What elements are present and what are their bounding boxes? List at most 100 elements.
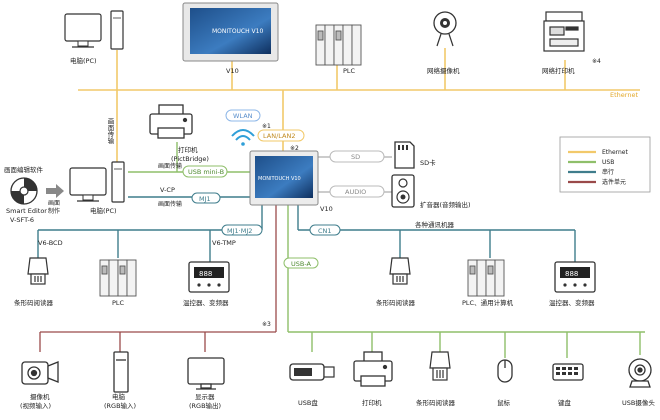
sd-card-icon bbox=[394, 141, 415, 169]
label-screen-transfer-vertical: 画面传输 bbox=[106, 118, 114, 146]
label-v6tmp: V6-TMP bbox=[212, 239, 236, 247]
label-usb-camera: USB摄像头 bbox=[622, 398, 655, 407]
label-plc-left: PLC bbox=[112, 299, 125, 307]
label-cn1: CN1 bbox=[318, 227, 332, 235]
plc-left-device bbox=[99, 259, 137, 297]
label-pc-top: 电脑(PC) bbox=[70, 56, 97, 65]
usb-drive-icon bbox=[289, 363, 335, 381]
mouse-icon bbox=[497, 359, 513, 383]
label-speaker: 扩音器(音频输出) bbox=[420, 200, 471, 209]
speaker-icon bbox=[391, 174, 415, 208]
label-usb-mini-b: USB mini-B bbox=[188, 168, 224, 176]
barcode-reader-mid-icon bbox=[389, 257, 411, 285]
note1: ※1 bbox=[262, 123, 271, 130]
label-various-devices: 各种通讯机器 bbox=[415, 220, 455, 229]
label-plc-top: PLC bbox=[343, 67, 356, 75]
mj1mj2-pill bbox=[221, 224, 263, 236]
plc-computer-device bbox=[467, 259, 505, 297]
label-lan: LAN/LAN2 bbox=[263, 132, 295, 140]
wifi-icon bbox=[231, 129, 255, 146]
temp-right-digits: 888 bbox=[565, 270, 578, 278]
temp-controller-right-icon bbox=[554, 261, 596, 293]
ethernet-lines bbox=[78, 48, 640, 162]
printer-pictbridge-icon bbox=[149, 104, 193, 139]
option-lines bbox=[39, 205, 277, 352]
usb-camera-icon bbox=[628, 358, 652, 388]
label-usb-drive: USB盘 bbox=[298, 398, 318, 407]
label-network-printer: 网络打印机 bbox=[542, 66, 575, 75]
label-screen-transfer-2: 画面传输 bbox=[158, 200, 182, 208]
label-screen-transfer: 画面传输 bbox=[158, 162, 182, 170]
note4: ※4 bbox=[592, 58, 601, 65]
legend-item-ethernet: Ethernet bbox=[602, 149, 628, 156]
wlan-pill bbox=[225, 109, 261, 122]
legend-item-usb: USB bbox=[602, 159, 614, 166]
legend bbox=[559, 136, 651, 193]
barcode-reader-bottom-icon bbox=[429, 351, 451, 381]
label-temp-right: 温控器、变频器 bbox=[549, 298, 595, 307]
label-usb-a: USB-A bbox=[291, 260, 312, 268]
v10-top-device bbox=[182, 2, 279, 62]
video-camera-icon bbox=[21, 361, 59, 385]
label-network-camera: 网络摄像机 bbox=[427, 66, 460, 75]
temp-controller-left-icon bbox=[188, 261, 230, 293]
legend-item-option: 选件单元 bbox=[602, 178, 626, 186]
label-vcp: V-CP bbox=[160, 186, 175, 194]
serial-lines bbox=[37, 196, 576, 262]
label-barcode-bottom: 条形码阅读器 bbox=[416, 398, 456, 407]
temp-left-digits: 888 bbox=[199, 270, 212, 278]
label-barcode-mid: 条形码阅读器 bbox=[376, 298, 416, 307]
cn1-pill bbox=[309, 224, 341, 236]
label-plc-computer: PLC、通用计算机 bbox=[462, 298, 514, 307]
note3: ※3 bbox=[262, 321, 271, 328]
brand-v10-top: MONITOUCH V10 bbox=[212, 28, 263, 35]
label-temp-left: 温控器、变频器 bbox=[183, 298, 229, 307]
network-camera-icon bbox=[433, 11, 457, 47]
label-ethernet-bus: Ethernet bbox=[610, 91, 638, 99]
label-sd-pill: SD bbox=[351, 153, 360, 161]
label-barcode-left: 条形码阅读器 bbox=[14, 298, 54, 307]
label-screen-make-2: 制作 bbox=[48, 207, 60, 215]
disc-icon bbox=[10, 177, 38, 205]
label-mouse: 鼠标 bbox=[497, 398, 511, 407]
label-v6bcd: V6-BCD bbox=[38, 239, 63, 247]
label-mj1mj2: MJ1·MJ2 bbox=[227, 227, 252, 235]
label-sd-card: SD卡 bbox=[420, 158, 436, 167]
label-v10-center: V10 bbox=[320, 205, 333, 213]
printer-bottom-icon bbox=[353, 351, 393, 387]
label-printer-bottom: 打印机 bbox=[362, 398, 382, 407]
label-camera-1: 摄像机 bbox=[30, 392, 50, 401]
label-wlan: WLAN bbox=[233, 112, 253, 120]
mj1-pill bbox=[191, 192, 221, 204]
brand-v10-center: MONITOUCH V10 bbox=[258, 176, 301, 182]
arrow-right-icon bbox=[46, 184, 64, 198]
pc-tower-icon bbox=[113, 351, 129, 393]
label-software-title: 画面编辑软件 bbox=[4, 165, 44, 174]
note2: ※2 bbox=[290, 145, 299, 152]
audio-pill bbox=[329, 185, 385, 198]
label-camera-2: (视频输入) bbox=[20, 401, 51, 410]
label-keyboard: 键盘 bbox=[558, 398, 572, 407]
lan-pill bbox=[257, 129, 305, 142]
label-printer-pictbridge-1: 打印机 bbox=[178, 145, 198, 154]
label-audio-pill: AUDIO bbox=[345, 188, 366, 196]
sd-pill bbox=[329, 150, 385, 163]
v10-center-device bbox=[249, 150, 319, 206]
label-v10-top: V10 bbox=[226, 67, 239, 75]
plc-top-device bbox=[315, 24, 362, 66]
pc-top-device bbox=[64, 10, 124, 50]
barcode-reader-left-icon bbox=[27, 257, 49, 285]
legend-item-serial: 串行 bbox=[602, 168, 614, 176]
label-smart-editor-2: V-SFT-6 bbox=[10, 216, 34, 224]
label-smart-editor-1: Smart Editor bbox=[6, 207, 47, 215]
label-pc-rgb-2: (RGB输入) bbox=[104, 401, 136, 410]
network-printer-icon bbox=[543, 11, 585, 52]
monitor-icon bbox=[187, 357, 225, 390]
label-pc-rgb-1: 电脑 bbox=[112, 392, 126, 401]
label-screen-make-1: 画面 bbox=[48, 200, 60, 207]
label-display-1: 显示器 bbox=[195, 393, 215, 401]
label-mj1: MJ1 bbox=[199, 195, 211, 203]
label-pc-mid: 电脑(PC) bbox=[90, 206, 117, 215]
label-display-2: (RGB输出) bbox=[189, 401, 221, 410]
